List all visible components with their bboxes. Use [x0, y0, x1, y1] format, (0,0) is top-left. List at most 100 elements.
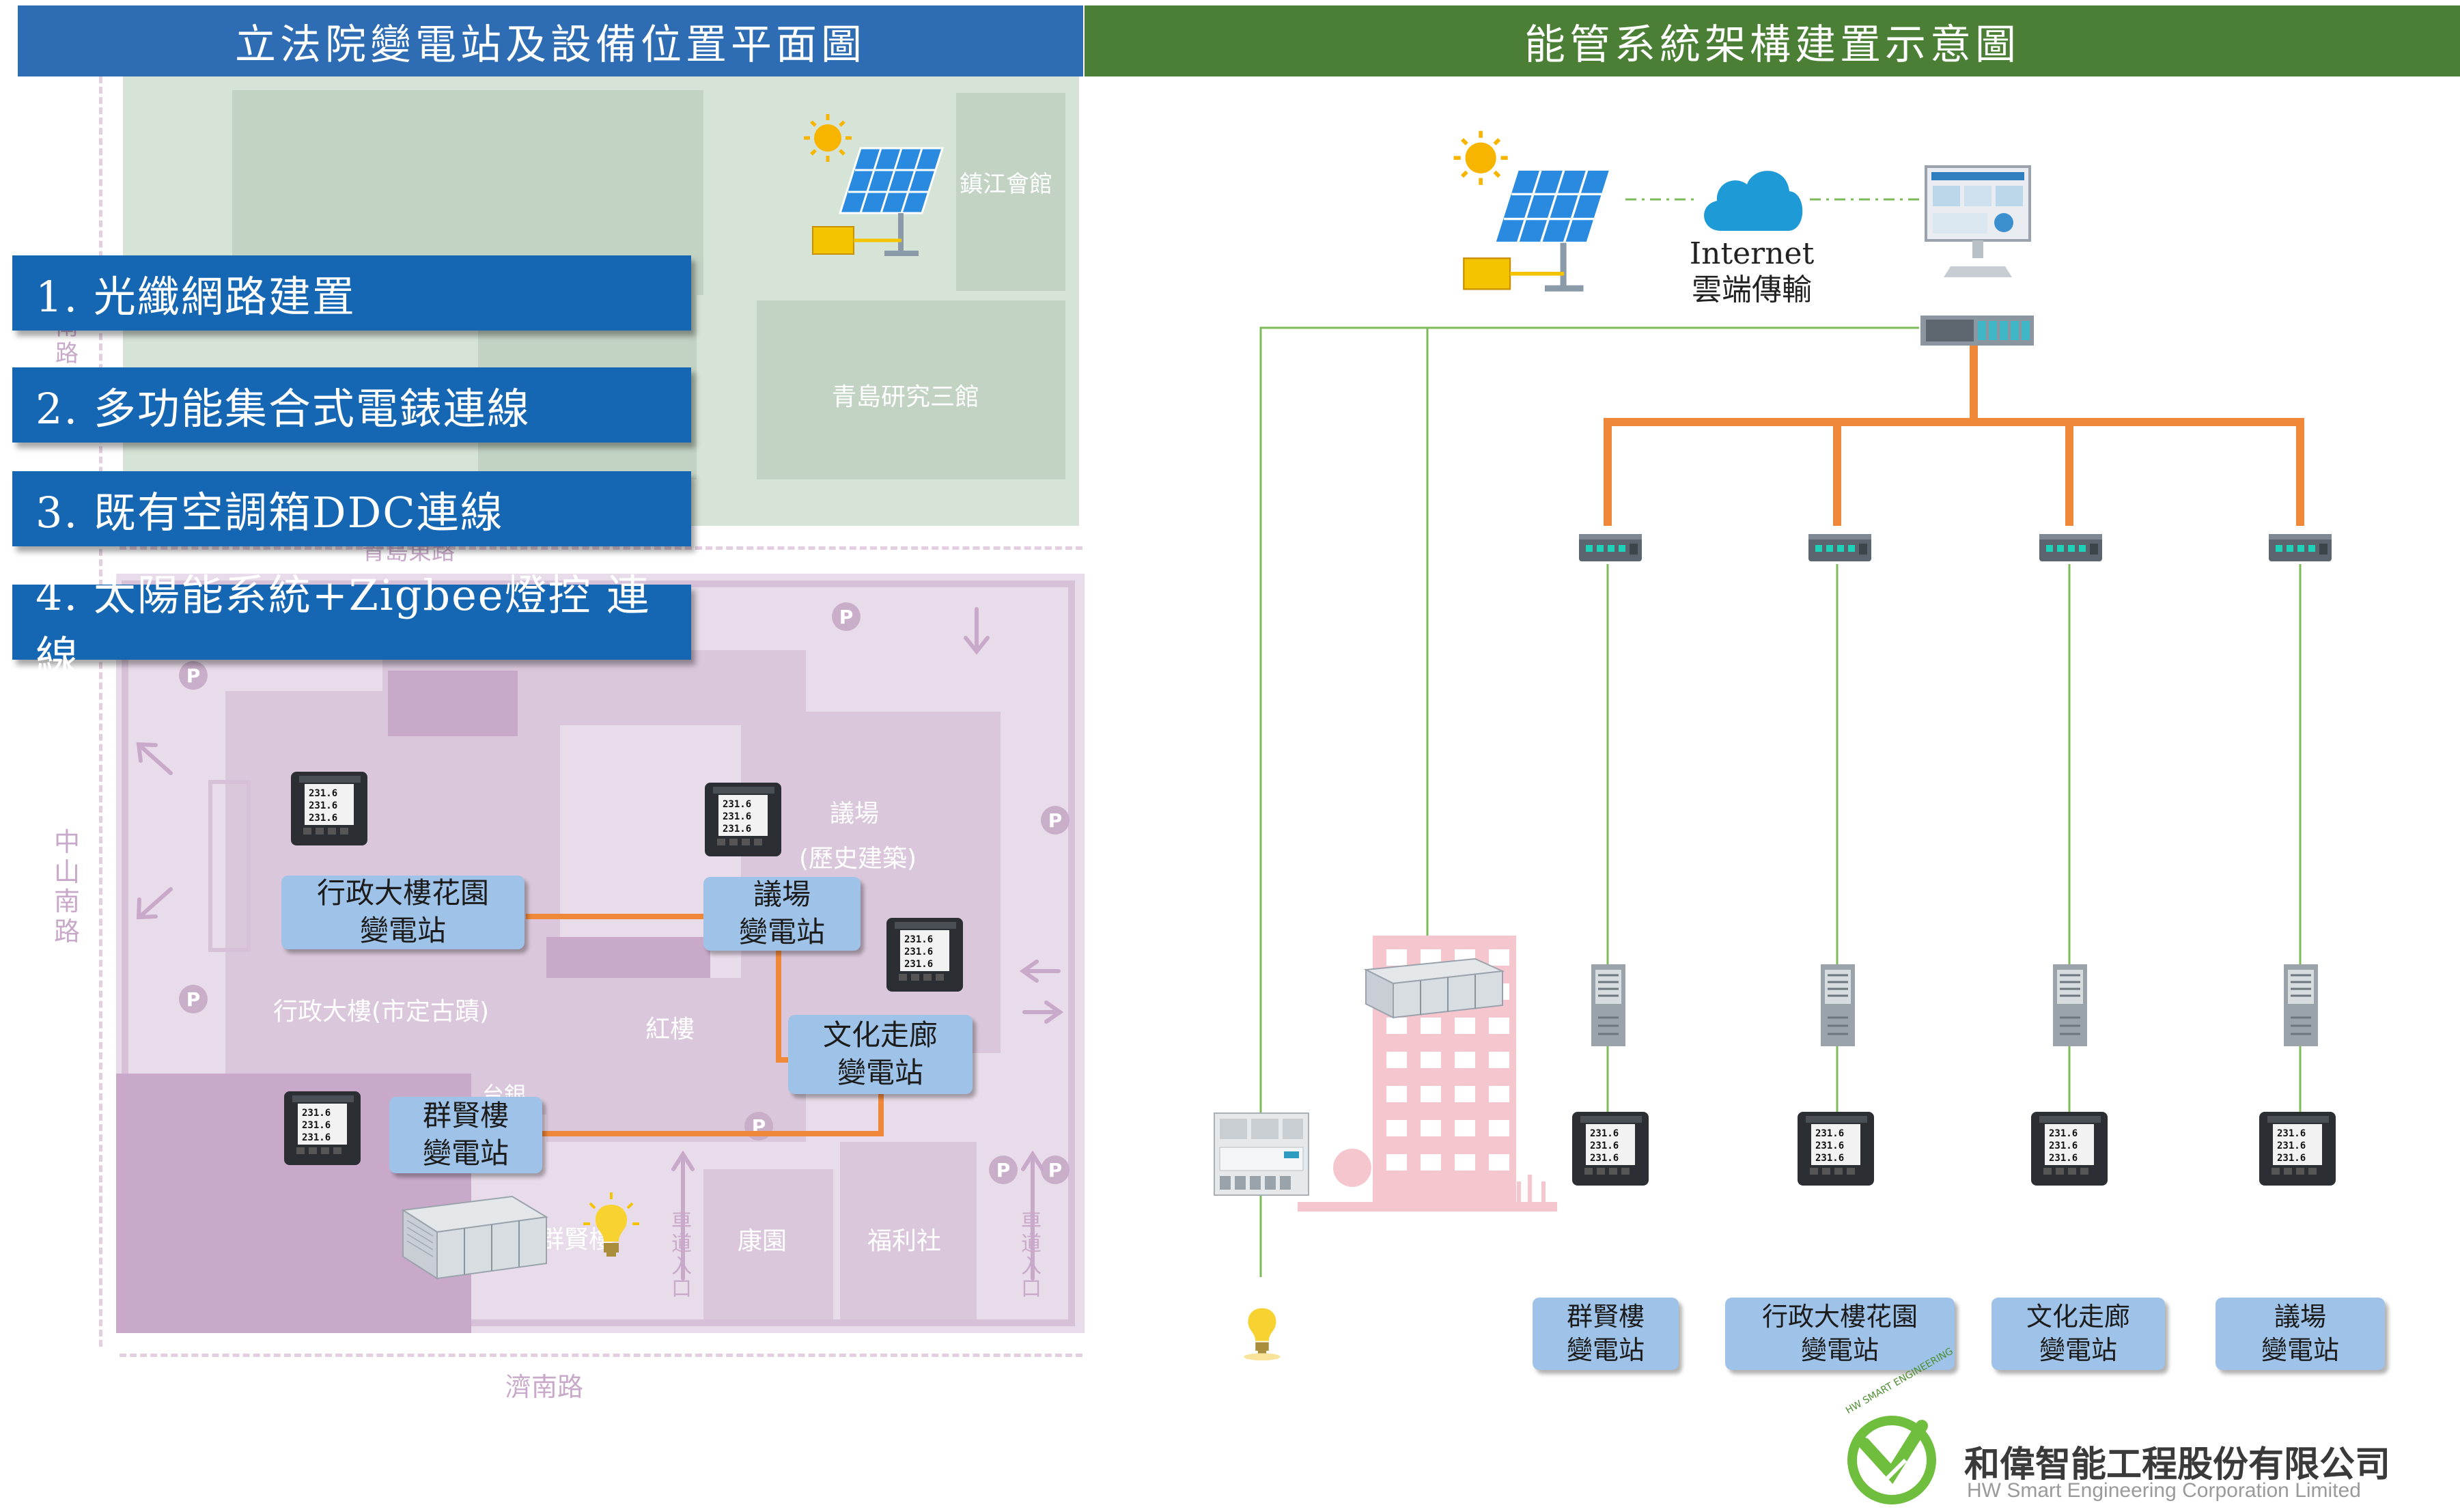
svg-text:231.6: 231.6	[1590, 1140, 1619, 1151]
svg-text:231.6: 231.6	[2049, 1128, 2078, 1139]
light-bulb-icon	[1244, 1308, 1281, 1361]
map-substation-hall: 議場 變電站	[703, 877, 861, 951]
left-header: 立法院變電站及設備位置平面圖	[18, 5, 1083, 76]
admin-dark-block	[388, 671, 518, 736]
substation-name: 群賢樓	[422, 1099, 509, 1133]
substation-type: 變電站	[422, 1136, 509, 1170]
substation-name: 行政大樓花園	[316, 876, 489, 910]
network-switch-icon	[1808, 534, 1871, 561]
south-campus-border	[122, 580, 1075, 1326]
substation-type: 變電站	[359, 914, 446, 947]
traffic-arrows	[136, 607, 1064, 1280]
data-converter-icon	[1821, 964, 1855, 1046]
company-logo-icon	[1847, 1416, 1936, 1504]
substation-name: 行政大樓花園	[1761, 1301, 1918, 1332]
label-red: 紅樓	[645, 1016, 695, 1044]
svg-text:231.6: 231.6	[1815, 1140, 1844, 1151]
zhenjiang-building	[956, 93, 1065, 291]
svg-text:231.6: 231.6	[723, 799, 751, 810]
power-meter-icon: 231.6 231.6 231.6	[886, 918, 963, 992]
parking-badge: P	[179, 985, 208, 1013]
data-converter-icon	[2053, 964, 2087, 1046]
road-zhongshan: 中山南路	[53, 827, 80, 947]
substation-type: 變電站	[1566, 1335, 1645, 1365]
svg-text:231.6: 231.6	[1590, 1128, 1619, 1139]
network-switch-icon	[2039, 534, 2102, 561]
label-admin: 行政大樓(市定古蹟)	[273, 998, 490, 1026]
west-gate	[208, 780, 251, 952]
red-building-roof	[546, 937, 710, 978]
company-name-en: HW Smart Engineering Corporation Limited	[1967, 1479, 2361, 1502]
substation-name: 文化走廊	[2026, 1301, 2130, 1332]
solar-panel-icon	[1453, 130, 1612, 292]
svg-text:231.6: 231.6	[2049, 1153, 2078, 1164]
fuli-building	[840, 1142, 977, 1319]
solar-panel-icon	[804, 114, 945, 256]
svg-text:231.6: 231.6	[723, 811, 751, 822]
cloud-transfer-text: 雲端傳輸	[1692, 272, 1812, 307]
svg-text:231.6: 231.6	[904, 934, 933, 945]
svg-text:231.6: 231.6	[302, 1108, 331, 1119]
svg-text:231.6: 231.6	[2277, 1140, 2306, 1151]
cloud-icon	[1704, 171, 1803, 231]
label-fuli: 福利社	[867, 1227, 942, 1255]
boundary-dashed-mid	[120, 546, 1082, 550]
parking-badge: P	[1041, 806, 1070, 835]
company-name: 和偉智能工程股份有限公司	[1964, 1444, 2391, 1485]
svg-text:231.6: 231.6	[2277, 1128, 2306, 1139]
arch-substation-culture-corridor: 文化走廊 變電站	[1991, 1298, 2165, 1370]
parking-badge: P	[989, 1156, 1018, 1184]
svg-text:231.6: 231.6	[904, 947, 933, 957]
map-substation-admin-garden: 行政大樓花園 變電站	[281, 876, 525, 949]
svg-text:231.6: 231.6	[2049, 1140, 2078, 1151]
arch-substation-qunxian: 群賢樓 變電站	[1533, 1298, 1679, 1370]
svg-text:231.6: 231.6	[309, 813, 337, 824]
boundary-dashed-bottom	[120, 1354, 1082, 1357]
svg-text:231.6: 231.6	[309, 800, 337, 811]
right-header: 能管系統架構建置示意圖	[1085, 5, 2460, 76]
substation-name: 議場	[753, 878, 811, 912]
label-qingdao: 青島研究三館	[832, 383, 980, 411]
svg-text:231.6: 231.6	[302, 1132, 331, 1143]
substation-type: 變電站	[2261, 1335, 2339, 1365]
data-converter-icon	[2284, 964, 2318, 1046]
monitor-icon	[1925, 165, 2031, 277]
label-hall-note: (歷史建築)	[799, 845, 917, 873]
air-handling-unit-icon	[401, 1195, 548, 1280]
label-kang: 康園	[738, 1227, 787, 1255]
svg-text:231.6: 231.6	[2277, 1153, 2306, 1164]
internet-text: Internet	[1689, 236, 1815, 271]
svg-text:231.6: 231.6	[302, 1120, 331, 1131]
kang-garden	[703, 1169, 833, 1319]
data-converter-icon	[1591, 964, 1625, 1046]
svg-text:231.6: 231.6	[1590, 1153, 1619, 1164]
substation-name: 文化走廊	[822, 1018, 938, 1052]
substation-name: 議場	[2274, 1301, 2326, 1332]
substation-name: 群賢樓	[1566, 1301, 1645, 1332]
light-bulb-icon	[583, 1192, 639, 1257]
substation-type: 變電站	[837, 1056, 923, 1089]
step-1-fiber-network: 1. 光纖網路建置	[12, 255, 691, 331]
step-3-ddc-connection: 3. 既有空調箱DDC連線	[12, 471, 691, 546]
core-switch-icon	[1920, 316, 2034, 346]
ddc-controller-icon	[1214, 1112, 1309, 1196]
svg-text:231.6: 231.6	[1815, 1128, 1844, 1139]
substation-type: 變電站	[2039, 1335, 2117, 1365]
internet-label: Internet 雲端傳輸	[1687, 236, 1817, 309]
boundary-dashed-left	[99, 76, 102, 1347]
svg-text:231.6: 231.6	[904, 959, 933, 970]
step-2-meter-connection: 2. 多功能集合式電錶連線	[12, 367, 691, 443]
label-hall: 議場	[830, 800, 880, 828]
map-substation-culture-corridor: 文化走廊 變電站	[788, 1015, 973, 1094]
svg-text:231.6: 231.6	[723, 824, 751, 835]
building-icon	[1298, 936, 1557, 1212]
qingdao-building	[757, 300, 1065, 479]
fiber-cable-lines	[526, 914, 884, 1136]
label-zhenjiang: 鎮江會館	[960, 171, 1052, 198]
